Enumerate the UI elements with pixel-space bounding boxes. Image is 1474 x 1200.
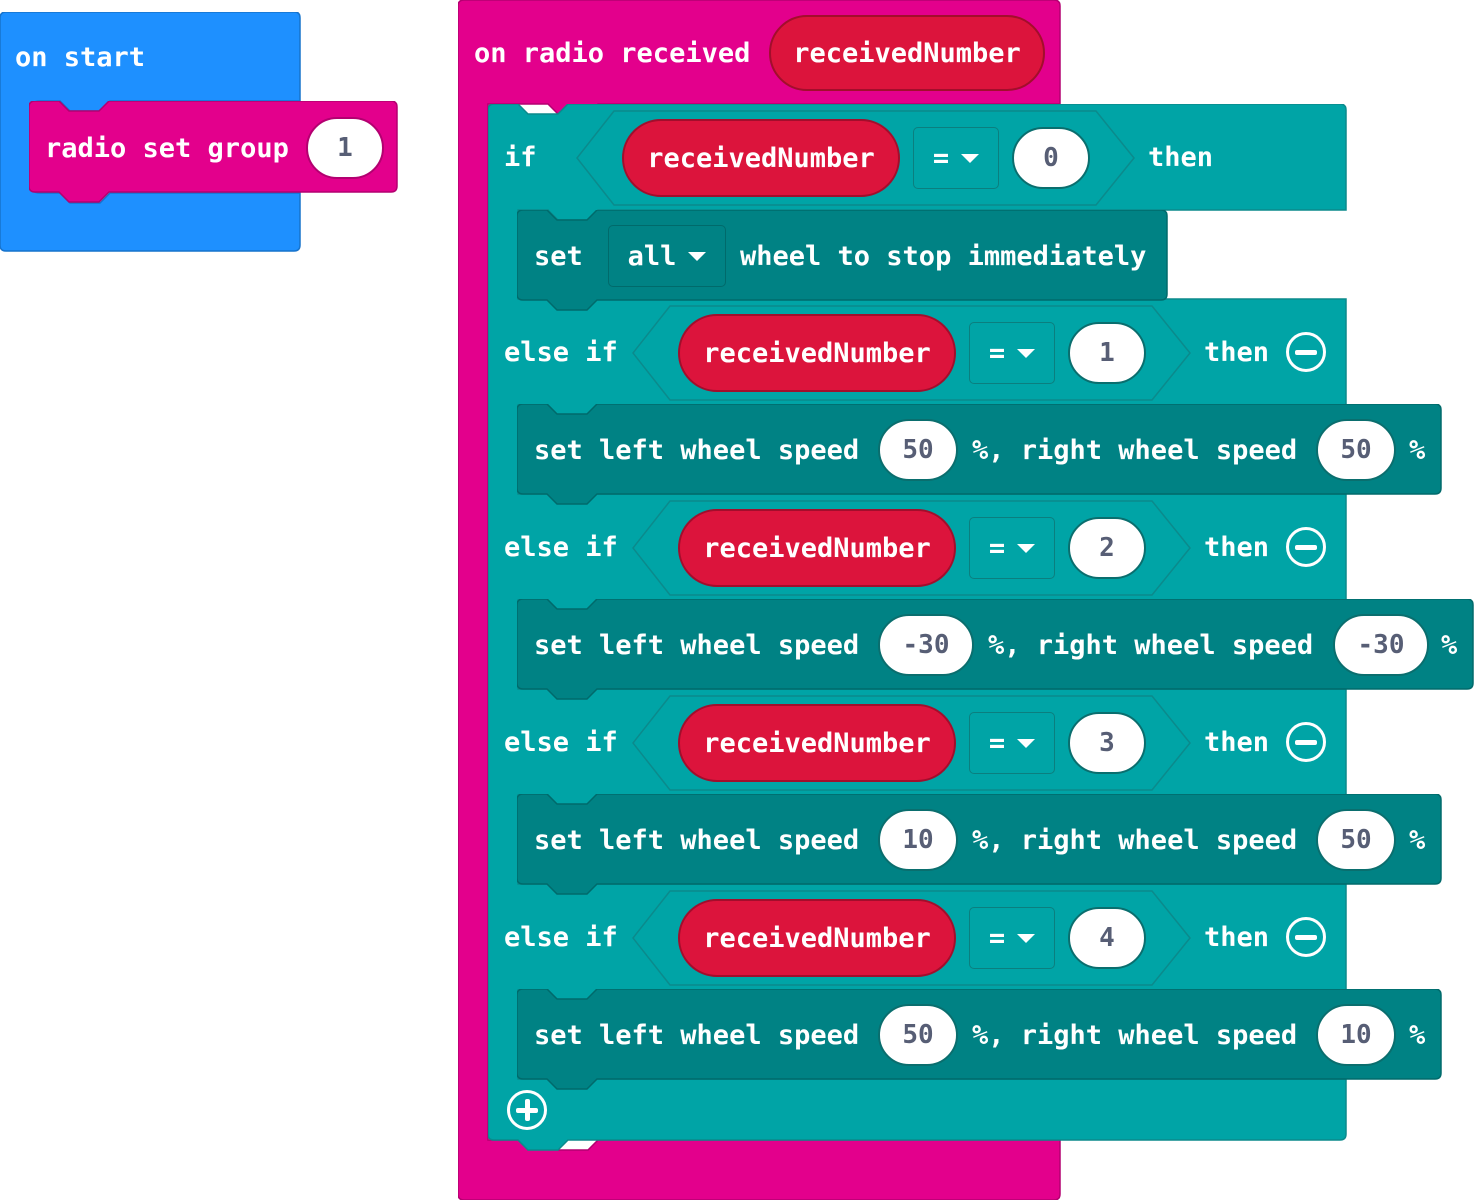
minus-circle-icon[interactable] (1286, 332, 1326, 372)
else-if-row-1: else if receivedNumber = 1 then (488, 299, 1348, 405)
speed-middle: %, right wheel speed (972, 825, 1298, 856)
compare-value-4[interactable]: 4 (1068, 907, 1146, 969)
speed-suffix: % (1409, 825, 1426, 856)
chevron-down-icon (961, 153, 980, 163)
chevron-down-icon (1017, 543, 1036, 553)
operator-label: = (932, 142, 950, 174)
variable-pill-1[interactable]: receivedNumber (678, 314, 956, 392)
speed-prefix: set left wheel speed (534, 435, 860, 466)
minus-circle-icon[interactable] (1286, 527, 1326, 567)
then-keyword: then (1204, 922, 1270, 953)
on-radio-received-label: on radio received (474, 38, 751, 69)
compare-value-2[interactable]: 2 (1068, 517, 1146, 579)
else-if-keyword: else if (504, 727, 618, 758)
speed-suffix: % (1409, 1020, 1426, 1051)
speed-middle: %, right wheel speed (972, 1020, 1298, 1051)
on-radio-received-block[interactable]: on radio received receivedNumber (458, 0, 1062, 1200)
radio-set-group-label: radio set group (45, 133, 289, 164)
speed-block-3[interactable]: set left wheel speed 10 %, right wheel s… (517, 794, 1443, 898)
left-speed-input[interactable]: 50 (878, 1004, 958, 1066)
operator-label: = (988, 922, 1006, 954)
radio-set-group-block[interactable]: radio set group 1 (29, 101, 399, 209)
compare-value-0[interactable]: 0 (1012, 127, 1090, 189)
compare-value-3[interactable]: 3 (1068, 712, 1146, 774)
speed-block-4[interactable]: set left wheel speed 50 %, right wheel s… (517, 989, 1443, 1093)
speed-block-shape (517, 989, 1442, 1090)
wheel-dropdown[interactable]: all (608, 225, 726, 287)
variable-pill-3[interactable]: receivedNumber (678, 704, 956, 782)
operator-dropdown-2[interactable]: = (969, 517, 1055, 579)
if-keyword: if (504, 142, 537, 173)
left-speed-input[interactable]: 50 (878, 419, 958, 481)
chevron-down-icon (1017, 738, 1036, 748)
speed-prefix: set left wheel speed (534, 1020, 860, 1051)
else-if-row-4: else if receivedNumber = 4 then (488, 884, 1348, 990)
else-if-keyword: else if (504, 532, 618, 563)
operator-label: = (988, 337, 1006, 369)
then-keyword: then (1204, 337, 1270, 368)
right-speed-input[interactable]: 50 (1316, 419, 1396, 481)
variable-pill-2[interactable]: receivedNumber (678, 509, 956, 587)
right-speed-input[interactable]: 50 (1316, 809, 1396, 871)
radio-set-group-shape (29, 101, 398, 203)
else-if-keyword: else if (504, 922, 618, 953)
operator-dropdown-1[interactable]: = (969, 322, 1055, 384)
group-number-input[interactable]: 1 (306, 117, 384, 179)
on-start-label: on start (15, 42, 146, 73)
received-number-param[interactable]: receivedNumber (769, 15, 1045, 91)
minus-circle-icon[interactable] (1286, 917, 1326, 957)
speed-block-2[interactable]: set left wheel speed -30 %, right wheel … (517, 599, 1474, 703)
speed-suffix: % (1441, 630, 1458, 661)
then-keyword: then (1204, 727, 1270, 758)
chevron-down-icon (1017, 348, 1036, 358)
chevron-down-icon (688, 251, 707, 261)
stop-wheel-block[interactable]: set all wheel to stop immediately (517, 210, 1169, 314)
speed-block-shape (517, 599, 1474, 700)
speed-middle: %, right wheel speed (972, 435, 1298, 466)
operator-label: = (988, 727, 1006, 759)
set-keyword: set (534, 241, 583, 272)
speed-prefix: set left wheel speed (534, 825, 860, 856)
speed-suffix: % (1409, 435, 1426, 466)
left-speed-input[interactable]: 10 (878, 809, 958, 871)
plus-circle-icon[interactable] (507, 1090, 547, 1130)
speed-block-shape (517, 404, 1442, 505)
then-keyword: then (1148, 142, 1214, 173)
if-row: if receivedNumber = 0 then (488, 104, 1348, 210)
operator-dropdown-3[interactable]: = (969, 712, 1055, 774)
chevron-down-icon (1017, 933, 1036, 943)
speed-block-1[interactable]: set left wheel speed 50 %, right wheel s… (517, 404, 1443, 508)
compare-value-1[interactable]: 1 (1068, 322, 1146, 384)
minus-circle-icon[interactable] (1286, 722, 1326, 762)
stop-text: wheel to stop immediately (740, 241, 1147, 272)
on-radio-received-shape (458, 0, 1061, 1200)
else-if-row-3: else if receivedNumber = 3 then (488, 689, 1348, 795)
variable-pill-4[interactable]: receivedNumber (678, 899, 956, 977)
speed-middle: %, right wheel speed (988, 630, 1314, 661)
speed-block-shape (517, 794, 1442, 895)
operator-label: = (988, 532, 1006, 564)
right-speed-input[interactable]: 10 (1316, 1004, 1396, 1066)
variable-pill-0[interactable]: receivedNumber (622, 119, 900, 197)
operator-dropdown-0[interactable]: = (913, 127, 999, 189)
speed-prefix: set left wheel speed (534, 630, 860, 661)
then-keyword: then (1204, 532, 1270, 563)
right-speed-input[interactable]: -30 (1333, 614, 1429, 676)
else-if-row-2: else if receivedNumber = 2 then (488, 494, 1348, 600)
else-if-keyword: else if (504, 337, 618, 368)
left-speed-input[interactable]: -30 (878, 614, 974, 676)
wheel-dropdown-value: all (627, 240, 677, 272)
operator-dropdown-4[interactable]: = (969, 907, 1055, 969)
on-start-block[interactable]: on start (0, 12, 301, 252)
